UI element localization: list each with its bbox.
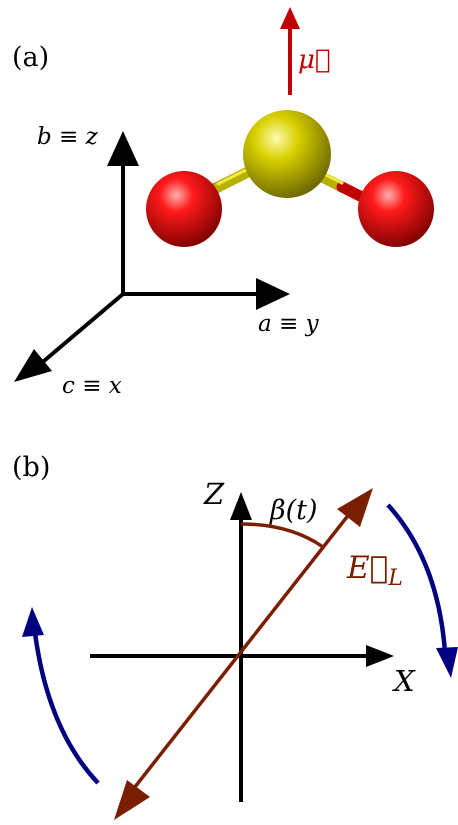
rotation-arrow-left bbox=[22, 607, 100, 785]
a-axis-arrowhead bbox=[256, 278, 290, 310]
oxygen-atom-left bbox=[146, 171, 222, 247]
field-label-main: E⃗ bbox=[346, 550, 388, 586]
field-label-subscript: L bbox=[387, 566, 403, 591]
laser-field-arrow: E⃗L bbox=[114, 488, 403, 820]
crystal-axes: b ≡ z a ≡ y c ≡ x bbox=[14, 124, 320, 399]
rotation-arrowhead-left bbox=[22, 607, 44, 637]
b-axis-arrowhead bbox=[107, 131, 139, 166]
angle-arc bbox=[240, 522, 325, 549]
rotation-arrowhead-right bbox=[436, 647, 458, 678]
c-axis-line bbox=[36, 292, 125, 368]
z-axis-arrowhead bbox=[230, 492, 252, 520]
lab-axes: Z X bbox=[90, 477, 416, 802]
panel-b: (b) Z X β(t) E⃗L bbox=[12, 452, 458, 820]
rotation-arrow-right bbox=[386, 503, 458, 678]
dipole-label: μ⃗ bbox=[298, 45, 331, 75]
z-axis-label: Z bbox=[203, 477, 225, 511]
panel-b-label: (b) bbox=[12, 452, 50, 483]
panel-a: (a) b ≡ z a ≡ y c ≡ x μ⃗ bbox=[12, 7, 434, 399]
field-arrow-shaft bbox=[129, 511, 352, 794]
c-axis-label: c ≡ x bbox=[62, 373, 122, 399]
field-label: E⃗L bbox=[346, 550, 403, 591]
field-arrowhead-top bbox=[337, 488, 373, 527]
oxygen-atom-right bbox=[358, 171, 434, 247]
dipole-arrowhead bbox=[280, 7, 300, 29]
a-axis-label: a ≡ y bbox=[258, 311, 320, 337]
x-axis-arrowhead bbox=[366, 645, 394, 667]
dipole-moment-arrow: μ⃗ bbox=[280, 7, 331, 95]
field-arrowhead-bottom bbox=[114, 780, 150, 820]
x-axis-label: X bbox=[392, 664, 416, 698]
b-axis-label: b ≡ z bbox=[37, 124, 99, 150]
angle-label: β(t) bbox=[269, 495, 318, 526]
panel-a-label: (a) bbox=[12, 42, 49, 73]
so2-molecule bbox=[146, 110, 434, 247]
sulfur-atom bbox=[243, 110, 331, 198]
c-axis-arrowhead bbox=[14, 349, 52, 382]
